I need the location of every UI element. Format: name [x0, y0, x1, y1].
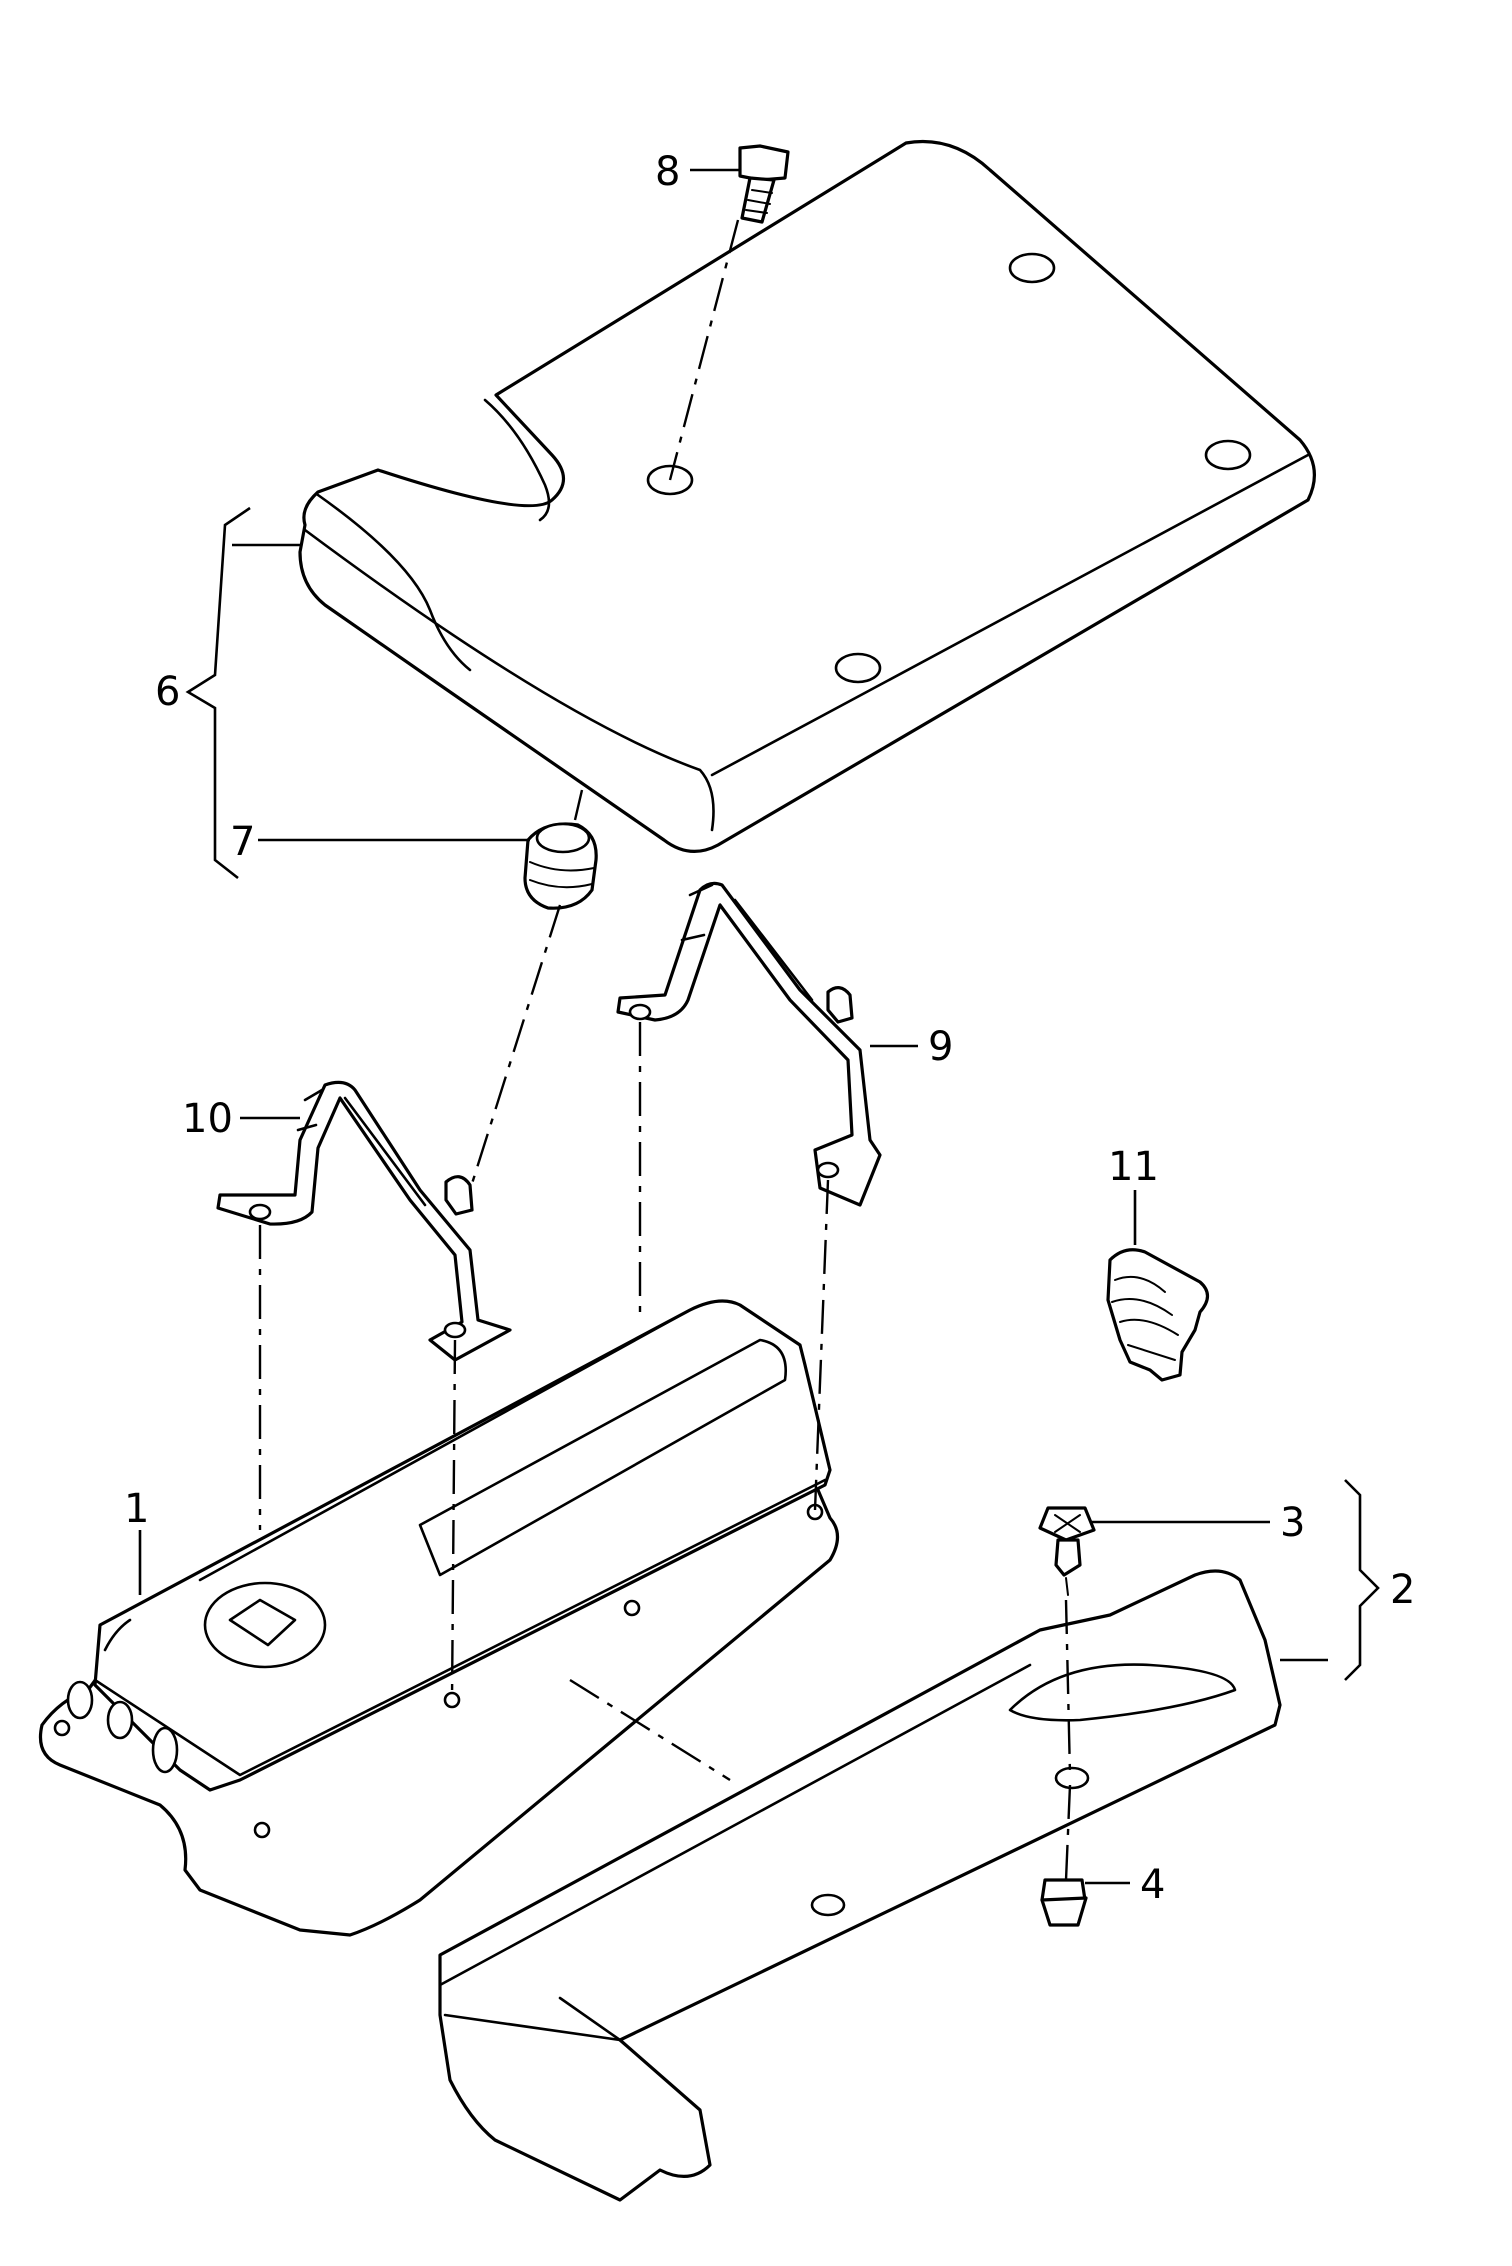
callout-11: 11 [1108, 1144, 1159, 1190]
bolt [738, 144, 790, 224]
clip [1106, 1248, 1210, 1382]
screw [1038, 1506, 1096, 1596]
grommet [523, 822, 598, 910]
callout-9: 9 [928, 1024, 953, 1070]
bracket-left [216, 1080, 512, 1362]
bracket-right [616, 881, 882, 1207]
callout-8: 8 [655, 149, 680, 195]
callout-labels: 8 6 7 9 10 11 1 3 2 4 [124, 149, 1415, 1908]
callout-10: 10 [182, 1096, 233, 1142]
leader-lines [138, 168, 1380, 1885]
upper-engine-cover [298, 139, 1316, 853]
alignment-lines [258, 219, 1072, 1881]
callout-3: 3 [1280, 1500, 1305, 1546]
cylinder-head-cover [38, 1299, 840, 1937]
callout-4: 4 [1140, 1862, 1165, 1908]
callout-7: 7 [230, 819, 255, 865]
callout-6: 6 [155, 669, 180, 715]
callout-1: 1 [124, 1486, 149, 1532]
callout-2: 2 [1390, 1567, 1415, 1613]
clip-nut [1040, 1878, 1088, 1927]
